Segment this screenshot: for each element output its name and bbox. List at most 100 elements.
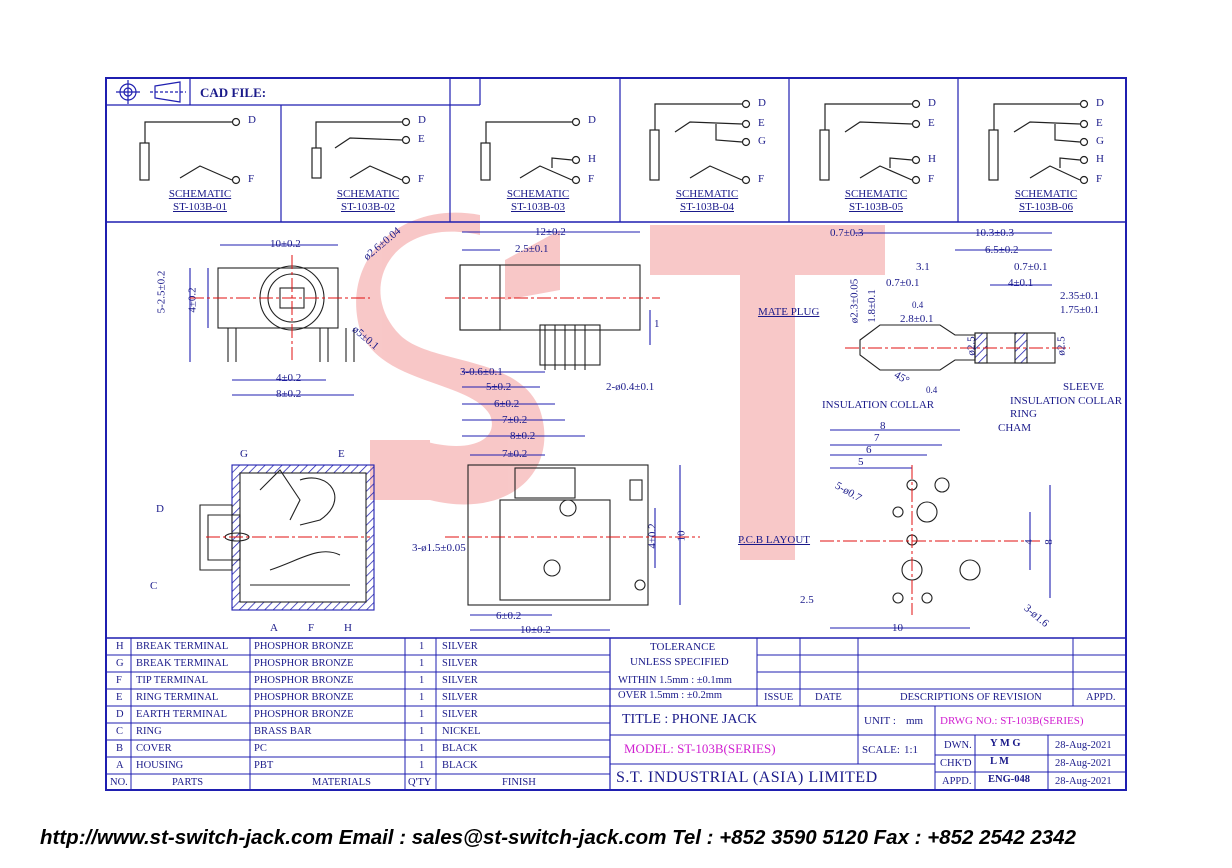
part-callout: E [338,448,345,460]
dim-label: 7±0.2 [502,448,528,460]
signoff-role: CHK'D [940,758,972,769]
pin-label: F [248,173,255,185]
pin-label: H [588,153,596,165]
scale-value: 1:1 [904,744,919,756]
model-text: MODEL: ST-103B(SERIES) [624,741,776,756]
parts-header-finish: FINISH [502,777,536,788]
tolerance-subtitle: UNLESS SPECIFIED [630,656,729,668]
dim-label: 10±0.2 [270,238,301,250]
parts-cell-qty: 1 [419,675,425,686]
parts-cell-material: PHOSPHOR BRONZE [254,641,354,652]
dim-label: 5-2.5±0.2 [155,270,168,314]
signoff-date: 28-Aug-2021 [1055,776,1112,787]
dim-label: 0.7±0.3 [830,227,864,239]
dim-label: 8±0.2 [510,430,536,442]
mate-plug-label: MATE PLUG [758,306,820,318]
dim-label: 7 [874,432,880,444]
part-callout: A [270,622,278,634]
parts-cell-material: PHOSPHOR BRONZE [254,675,354,686]
unit-value: mm [906,715,924,727]
parts-cell-finish: BLACK [442,760,478,771]
dim-label: 2.8±0.1 [900,313,934,325]
dim-label: 2-ø0.4±0.1 [606,381,655,393]
signoff-role: APPD. [942,776,972,787]
pin-label: F [588,173,595,185]
pcb-layout-drawing [830,429,1051,629]
dim-label: 0.7±0.1 [886,277,920,289]
dim-label: 0.4 [912,300,924,310]
parts-cell-material: PHOSPHOR BRONZE [254,692,354,703]
pin-label: D [1096,97,1104,109]
pin-label: F [418,173,425,185]
schematic-caption-04: SCHEMATIC ST-103B-04 [675,188,739,213]
dim-label: 6.5±0.2 [985,244,1019,256]
dim-label: 8 [880,420,886,432]
signoff-date: 28-Aug-2021 [1055,740,1112,751]
dim-label: 2.5±0.1 [515,243,549,255]
revision-header-date: DATE [815,692,842,703]
parts-cell-part: EARTH TERMINAL [136,709,228,720]
dim-label: ø2.3±0.05 [848,278,861,324]
dim-label: 0.7±0.1 [1014,261,1048,273]
parts-cell-no: F [116,675,122,686]
plug-callout: RING [1010,408,1037,420]
parts-header-parts: PARTS [172,777,204,788]
pcb-layout-label: P.C.B LAYOUT [738,534,811,546]
parts-cell-finish: SILVER [442,692,478,703]
pin-label: D [588,114,596,126]
dim-label: 5±0.2 [486,381,512,393]
parts-cell-qty: 1 [419,692,425,703]
dim-label: 6±0.2 [494,398,520,410]
dim-label: 6±0.2 [496,610,522,622]
plug-callout: CHAM [998,422,1032,434]
dim-label: 3-0.6±0.1 [460,366,503,378]
dim-label: 7±0.2 [502,414,528,426]
dim-label: 4 [1022,539,1035,545]
dim-label: 6 [866,444,872,456]
parts-cell-material: PHOSPHOR BRONZE [254,709,354,720]
parts-cell-no: C [116,726,124,737]
dim-label: 0.4 [926,385,938,395]
parts-cell-material: PC [254,743,267,754]
dim-label: 2.5 [800,594,814,606]
signoff-date: 28-Aug-2021 [1055,758,1112,769]
plug-callout: SLEEVE [1063,381,1104,393]
part-callout: H [344,622,352,634]
parts-header-materials: MATERIALS [312,777,371,788]
pin-label: D [758,97,766,109]
pin-label: F [1096,173,1103,185]
schematic-caption-05: SCHEMATIC ST-103B-05 [844,188,908,213]
parts-cell-part: TIP TERMINAL [136,675,209,686]
signoff-name: ENG-048 [988,774,1030,785]
parts-cell-finish: SILVER [442,641,478,652]
front-view-drawing [189,244,355,396]
parts-cell-finish: SILVER [442,658,478,669]
projection-symbol-icon [116,80,186,104]
pin-label: D [928,97,936,109]
parts-cell-no: D [116,709,124,720]
parts-cell-material: PBT [254,760,274,771]
schematic-caption-03: SCHEMATIC ST-103B-03 [506,188,570,213]
pin-label: E [928,117,935,129]
dim-label: 4±0.1 [1008,277,1034,289]
side-view-drawing [459,231,651,437]
pin-label: E [418,133,425,145]
company-name: S.T. INDUSTRIAL (ASIA) LIMITED [616,769,878,786]
dim-label: 2.35±0.1 [1060,290,1100,302]
parts-cell-finish: BLACK [442,743,478,754]
watermark-text: ST [640,420,641,421]
bottom-view-drawing [467,454,681,631]
title-text: TITLE : PHONE JACK [622,712,757,727]
parts-cell-finish: SILVER [442,709,478,720]
pin-label: G [1096,135,1104,147]
dim-label: 3.1 [916,261,930,273]
revision-header-appd: APPD. [1086,692,1116,703]
dim-label: 1.75±0.1 [1060,304,1100,316]
dim-label: 10.3±0.3 [975,227,1015,239]
schematic-caption-02: SCHEMATIC ST-103B-02 [336,188,400,213]
signoff-name: Y M G [990,738,1021,749]
part-callout: C [150,580,158,592]
pin-label: G [758,135,766,147]
cad-file-label: CAD FILE: [200,85,267,100]
pin-label: H [1096,153,1104,165]
